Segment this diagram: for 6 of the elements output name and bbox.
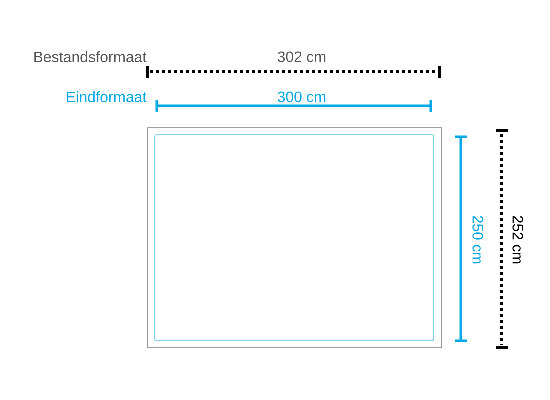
dimension-label: 250 cm [472, 216, 484, 264]
dimension-label: Eindformaat [67, 92, 147, 102]
dimension-label: Bestandsformaat [34, 52, 147, 62]
dimension-label: 302 cm [278, 52, 326, 62]
dimension-label: 252 cm [512, 216, 524, 264]
dimension-label: 300 cm [278, 92, 326, 102]
